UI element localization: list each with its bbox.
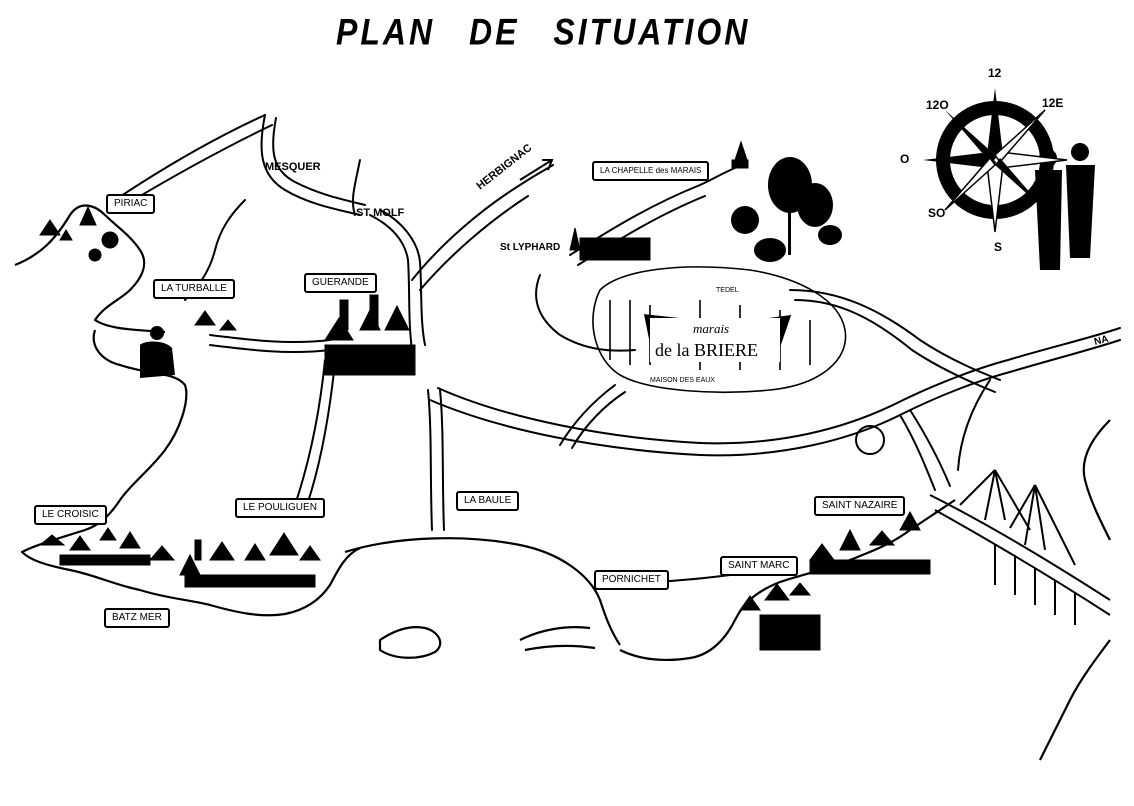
road-label-mesquer: MESQUER [265,161,321,173]
label-la-baule: LA BAULE [456,491,520,511]
park-label-briere: de la BRIERE [655,340,758,360]
compass-label-s: S [994,240,1003,254]
compass-label-sw: SO [928,206,946,220]
compass-label-ne: 12E [1042,96,1064,110]
road-label-herbignac: HERBIGNAC [474,142,534,193]
compass-label-nw: 12O [926,98,949,112]
park-sub: MAISON DES EAUX [650,377,715,384]
label-la-chapelle-des-marais: LA CHAPELLE des MARAIS [592,161,710,181]
page-title: PLAN DE SITUATION [336,11,751,53]
park-note: TEDEL [716,287,739,294]
trees [731,157,842,262]
label-saint-marc: SAINT MARC [720,556,798,576]
label-le-croisic: LE CROISIC [34,505,107,525]
label-la-turballe: LA TURBALLE [153,279,235,299]
saint-nazaire-bridge [929,469,1111,625]
label-batz-mer: BATZ MER [104,608,170,628]
label-saint-nazaire: SAINT NAZAIRE [814,496,906,516]
herbignac-arrow-icon [519,159,554,181]
compass-label-n: 12 [988,66,1002,80]
compass-label-w: O [900,152,910,166]
park-label-marais: marais [693,321,729,336]
compass-rose [923,88,1068,233]
label-pornichet: PORNICHET [594,570,669,590]
road-label-st-lyphard: St LYPHARD [500,242,560,253]
label-guerande: GUERANDE [304,273,377,293]
road-label-nantes: NA [1093,334,1110,348]
road-label-st-molf: ST MOLF [356,207,405,219]
town-illustrations [38,140,931,651]
label-le-pouliguen: LE POULIGUEN [235,498,325,518]
fisherman-figure [140,326,175,378]
label-piriac: PIRIAC [106,194,156,214]
